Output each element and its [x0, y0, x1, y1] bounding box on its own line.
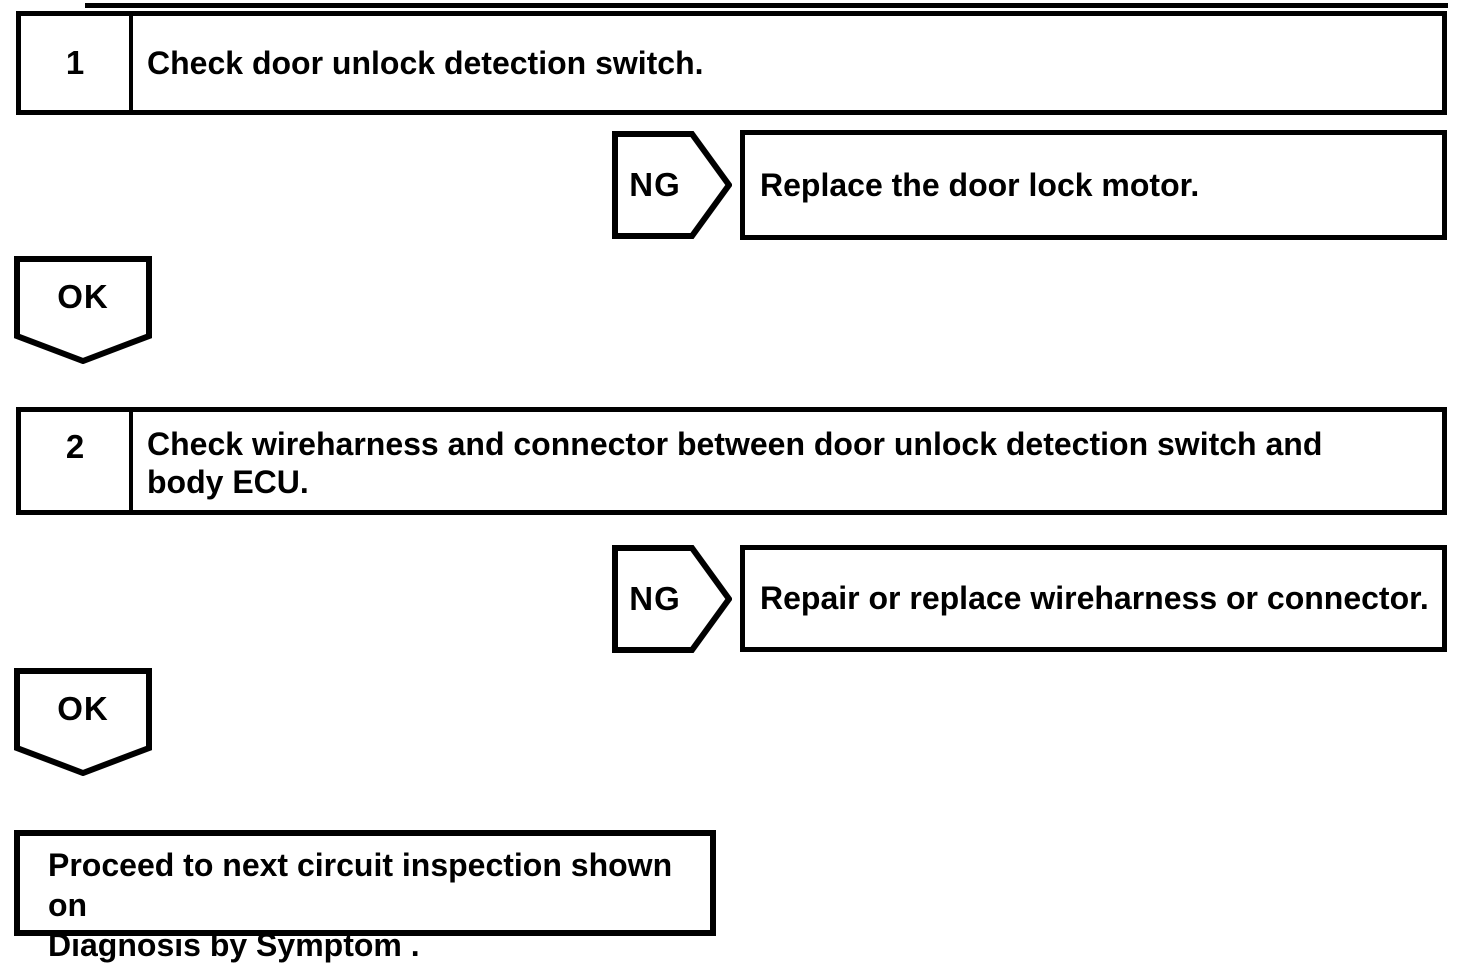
result-text-1: Replace the door lock motor. — [760, 166, 1200, 203]
ng-connector-2: NG — [612, 545, 732, 653]
ok-connector-1: OK — [14, 256, 152, 364]
step-2-number: 2 — [21, 412, 133, 510]
step-2-instruction-line-2: body ECU. — [147, 464, 309, 500]
step-2-box: 2 Check wireharness and connector betwee… — [16, 407, 1447, 515]
ng-arrow-right-icon — [612, 131, 732, 239]
ok-arrow-down-icon — [14, 668, 152, 776]
ok-arrow-down-icon — [14, 256, 152, 364]
ng-label: NG — [629, 580, 681, 617]
final-box: Proceed to next circuit inspection shown… — [14, 830, 716, 963]
step-2-instruction-line-1: Check wireharness and connector between … — [147, 426, 1323, 462]
ok-connector-2: OK — [14, 668, 152, 776]
step-1-instruction: Check door unlock detection switch. — [147, 44, 704, 81]
step-2-instruction: Check wireharness and connector between … — [133, 412, 1442, 510]
ng-label: NG — [629, 166, 681, 203]
final-text-line-1: Proceed to next circuit inspection shown… — [48, 847, 673, 923]
step-1-number: 1 — [21, 16, 133, 110]
ok-label: OK — [57, 278, 109, 315]
ok-label: OK — [57, 690, 109, 727]
ng-connector-1: NG — [612, 131, 732, 239]
page-top-rule — [85, 3, 1448, 8]
result-box-1: Replace the door lock motor. — [740, 130, 1447, 240]
ng-arrow-right-icon — [612, 545, 732, 653]
step-1-box: 1 Check door unlock detection switch. — [16, 11, 1447, 115]
final-text-line-2: Diagnosis by Symptom . — [48, 927, 420, 963]
result-text-2: Repair or replace wireharness or connect… — [760, 580, 1429, 616]
result-box-2: Repair or replace wireharness or connect… — [740, 545, 1447, 652]
